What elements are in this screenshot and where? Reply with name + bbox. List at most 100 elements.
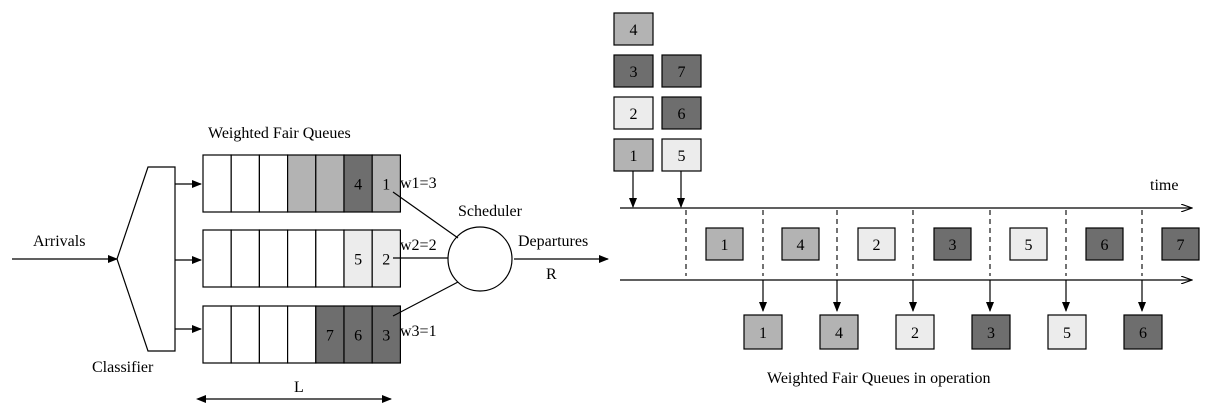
rate-label: R: [546, 266, 557, 283]
departed-packet-box: [819, 314, 859, 350]
timeline-packet-box: [705, 227, 744, 261]
queue-3-packet: 6: [343, 305, 373, 364]
timeline-packet: 1: [705, 227, 744, 261]
timeline-packet: 2: [857, 227, 896, 261]
operation-title: Weighted Fair Queues in operation: [767, 370, 991, 387]
arrival-packet-box: [613, 54, 654, 88]
scheduler-circle: [447, 226, 513, 292]
arrival-packet-box: [661, 96, 702, 130]
arrival-packet-box: [613, 12, 654, 46]
timeline-packet-number: 2: [873, 237, 881, 254]
queues-title: Weighted Fair Queues: [208, 125, 351, 142]
departed-packet: 1: [743, 314, 783, 350]
timeline-packet: 7: [1161, 227, 1200, 261]
queue-1-packet-number: 1: [382, 177, 390, 194]
departed-packet: 4: [819, 314, 859, 350]
arrival-stacks-group: 4 3 2 1 7 6 5: [613, 12, 702, 172]
timeline-packet-box: [933, 227, 972, 261]
queue-1-slot: [287, 154, 317, 213]
queue-2-weight: w2=2: [400, 237, 437, 254]
departed-packet-box: [971, 314, 1011, 350]
timeline-packet-box: [781, 227, 820, 261]
departed-packet-number: 4: [835, 325, 843, 342]
arrivals-label: Arrivals: [33, 233, 85, 250]
arrival-packet-number: 5: [678, 148, 686, 165]
timeline-packet: 3: [933, 227, 972, 261]
arrival-packet: 4: [613, 12, 654, 46]
queue-2-packet: 5: [343, 229, 373, 288]
departed-packet: 5: [1047, 314, 1087, 350]
arrival-packet-box: [613, 96, 654, 130]
queue-3-packet-number: 6: [354, 328, 362, 345]
timeline-packet-number: 5: [1025, 237, 1033, 254]
departed-packet-number: 5: [1063, 325, 1071, 342]
arrival-packet: 1: [613, 138, 654, 172]
queue-2-slot: [230, 229, 260, 288]
queue-3-packet-box: [343, 305, 373, 364]
departures-label: Departures: [518, 233, 588, 250]
timeline-packet-box: [1161, 227, 1200, 261]
queue-3-packet: 7: [315, 305, 345, 364]
timeline-packet-number: 7: [1177, 237, 1185, 254]
timeline-packet-box: [857, 227, 896, 261]
departed-packet-box: [1047, 314, 1087, 350]
departed-packet-number: 2: [911, 325, 919, 342]
queue-3-weight: w3=1: [400, 323, 437, 340]
queue-3: 7 6 3: [202, 305, 402, 364]
timeline-packet-number: 6: [1101, 237, 1109, 254]
arrival-packet: 2: [613, 96, 654, 130]
queue-3-packet-box: [371, 305, 402, 364]
timeline-packet-number: 4: [797, 237, 805, 254]
time-label: time: [1150, 177, 1178, 194]
classifier-shape: [116, 166, 176, 352]
timeline-packet-box: [1009, 227, 1048, 261]
queue-1-packet: 1: [371, 154, 402, 213]
departed-packet: 2: [895, 314, 935, 350]
timeline-packet-number: 3: [949, 237, 957, 254]
classifier-label: Classifier: [92, 359, 154, 376]
queue-2-slot: [315, 229, 345, 288]
queue-3-slot: [202, 305, 232, 364]
arrival-packet-box: [661, 54, 702, 88]
departed-packet-box: [895, 314, 935, 350]
queue-2-slot: [287, 229, 317, 288]
queue-1-slot: [258, 154, 289, 213]
scheduler-label: Scheduler: [458, 203, 523, 220]
queue-1-slot: [202, 154, 232, 213]
queue-1-packet: 4: [343, 154, 373, 213]
queue-3-packet-number: 7: [326, 328, 334, 345]
timeline-packet-box: [1085, 227, 1124, 261]
queue-2-packet-number: 2: [382, 252, 390, 269]
timeline-packet: 4: [781, 227, 820, 261]
departed-packet-box: [743, 314, 783, 350]
arrival-packet: 5: [661, 138, 702, 172]
queue-length-label: L: [294, 379, 304, 396]
arrival-packet: 6: [661, 96, 702, 130]
departed-packet-number: 1: [759, 325, 767, 342]
arrival-packet-number: 2: [630, 106, 638, 123]
queue-1-weight: w1=3: [400, 175, 437, 192]
timeline-packet: 6: [1085, 227, 1124, 261]
slot-dividers-group: [685, 210, 1146, 312]
queue-2-packet-box: [343, 229, 373, 288]
arrival-packet: 7: [661, 54, 702, 88]
queue-3-slot: [287, 305, 317, 364]
arrival-packet-number: 7: [678, 64, 686, 81]
arrival-packet-number: 3: [630, 64, 638, 81]
queue-1-slot: [315, 154, 345, 213]
departed-packet-number: 3: [987, 325, 995, 342]
queue-3-packet-number: 3: [382, 328, 390, 345]
queue-3-packet: 3: [371, 305, 402, 364]
queue-2-slot: [258, 229, 289, 288]
timeline-packet: 5: [1009, 227, 1048, 261]
arrival-packet-number: 4: [630, 22, 638, 39]
departed-packet-box: [1123, 314, 1163, 350]
queue-3-packet-box: [315, 305, 345, 364]
timeline-packet-number: 1: [721, 237, 729, 254]
departed-packet: 3: [971, 314, 1011, 350]
